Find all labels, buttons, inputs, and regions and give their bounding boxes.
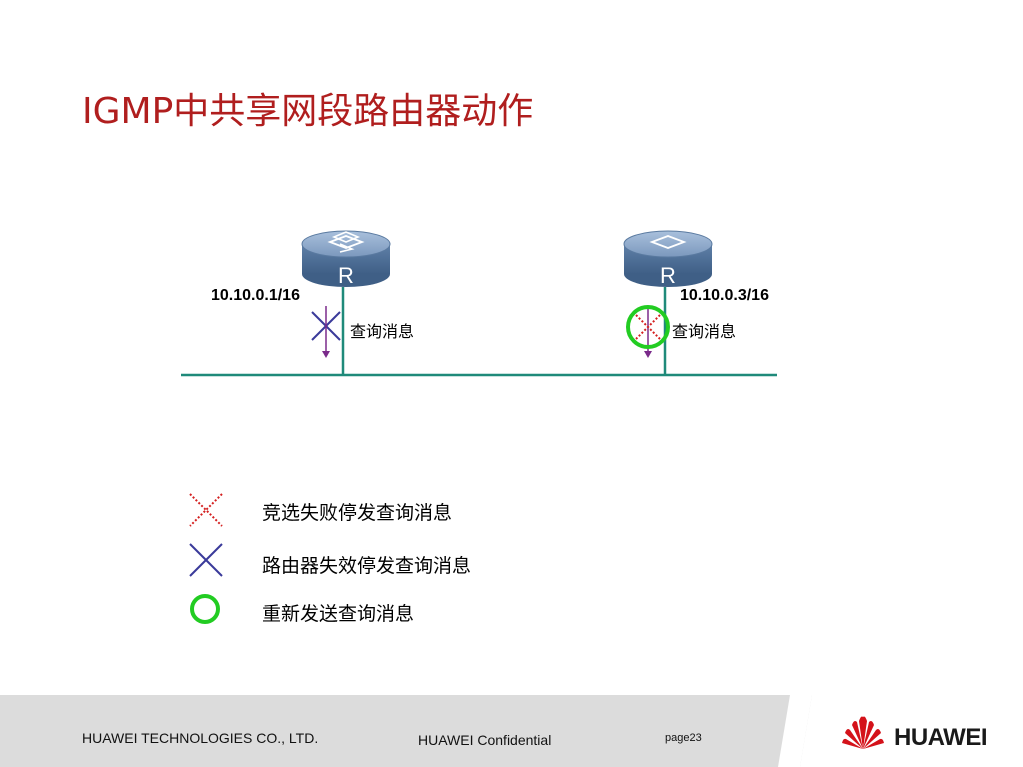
- router-1-glyph: R: [338, 263, 354, 288]
- footer-page-number: page23: [665, 732, 702, 744]
- query-arrow-1-icon: [322, 306, 330, 358]
- legend-label-router-failed: 路由器失效停发查询消息: [262, 555, 472, 577]
- router-1-query-label: 查询消息: [350, 322, 415, 341]
- red-dotted-cross-icon: [635, 314, 661, 340]
- footer-confidential: HUAWEI Confidential: [418, 732, 552, 748]
- footer-company: HUAWEI TECHNOLOGIES CO., LTD.: [82, 730, 319, 746]
- router-2-query-label: 查询消息: [672, 322, 737, 341]
- legend-label-resend-query: 重新发送查询消息: [262, 603, 415, 625]
- router-2-glyph: R: [660, 263, 676, 288]
- legend-label-election-lost: 竞选失败停发查询消息: [262, 502, 453, 524]
- page-title: IGMP中共享网段路由器动作: [82, 91, 534, 132]
- router-1-ip: 10.10.0.1/16: [211, 287, 300, 304]
- footer-bar: [0, 695, 1023, 767]
- huawei-logo-text: HUAWEI: [894, 724, 988, 751]
- router-2-ip: 10.10.0.3/16: [680, 287, 769, 304]
- legend-green-circle-icon: [190, 594, 220, 624]
- network-diagram: R R: [181, 230, 777, 624]
- footer-divider: [778, 695, 1023, 767]
- query-arrow-2-icon: [644, 306, 652, 358]
- legend-red-dotted-cross-icon: [189, 493, 223, 527]
- router-1-icon: [301, 230, 391, 287]
- huawei-logo-icon: [842, 716, 884, 749]
- router-2-icon: [623, 230, 713, 287]
- legend-blue-cross-icon: [189, 543, 223, 577]
- green-circle-icon: [626, 305, 670, 349]
